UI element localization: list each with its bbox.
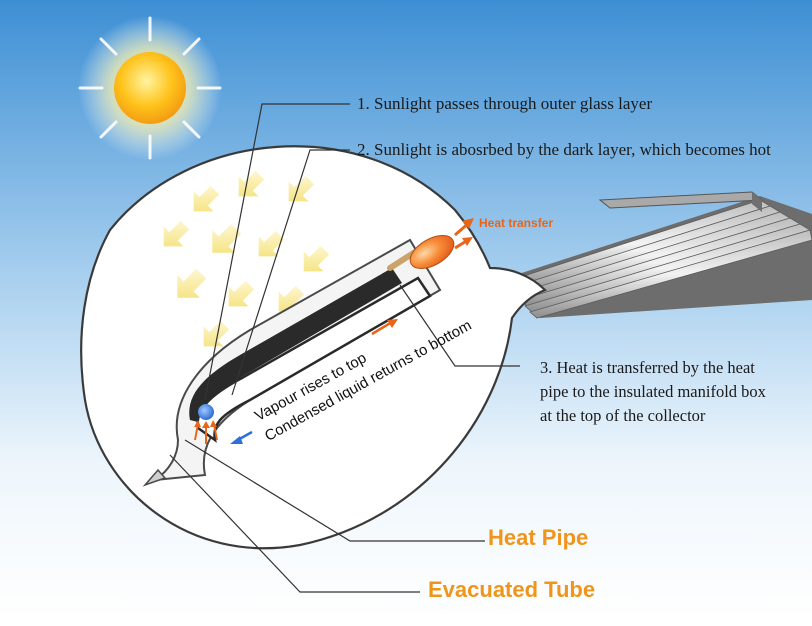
leader-line-evacuated-tube (169, 454, 420, 593)
leader-line-2 (231, 149, 350, 396)
leader-line-1 (204, 103, 350, 401)
sunlight-arrow-6 (258, 230, 285, 257)
sunlight-arrow-8 (177, 268, 207, 298)
evaporator-heat-arrows (194, 420, 218, 444)
sunlight-arrow-11 (203, 320, 230, 347)
label-step-3-line-2: pipe to the insulated manifold box (540, 381, 766, 401)
leader-line-3 (399, 284, 520, 367)
sunlight-arrow-3 (288, 175, 315, 202)
sunlight-arrow-7 (303, 245, 330, 272)
collector-panel (500, 191, 812, 319)
label-evacuated-tube: Evacuated Tube (428, 577, 596, 602)
sunlight-arrows (163, 170, 330, 347)
condensed-return-arrow (230, 430, 253, 444)
label-step-2: 2. Sunlight is abosrbed by the dark laye… (357, 140, 771, 159)
label-step-3-line-3: at the top of the collector (540, 405, 706, 425)
leader-lines (169, 103, 520, 593)
sunlight-arrow-1 (193, 185, 220, 212)
heat-pipe-drawing (387, 235, 455, 271)
sunlight-arrow-9 (228, 280, 255, 307)
label-step-3-line-1: 3. Heat is transferred by the heat (540, 358, 755, 377)
evaporator-dot (198, 404, 214, 420)
vapour-arrow (371, 319, 398, 336)
label-step-1: 1. Sunlight passes through outer glass l… (357, 94, 653, 113)
sun-icon (78, 16, 222, 160)
label-heat-transfer: Heat transfer (479, 216, 554, 230)
sunlight-arrow-4 (163, 220, 190, 247)
sunlight-arrow-10 (278, 285, 305, 312)
label-heat-pipe: Heat Pipe (488, 525, 589, 550)
heat-transfer-arrows (454, 218, 474, 250)
leader-line-heat-pipe (184, 439, 485, 542)
label-step-3: 3. Heat is transferred by the heat pipe … (540, 356, 766, 428)
sunlight-arrow-5 (212, 223, 242, 253)
